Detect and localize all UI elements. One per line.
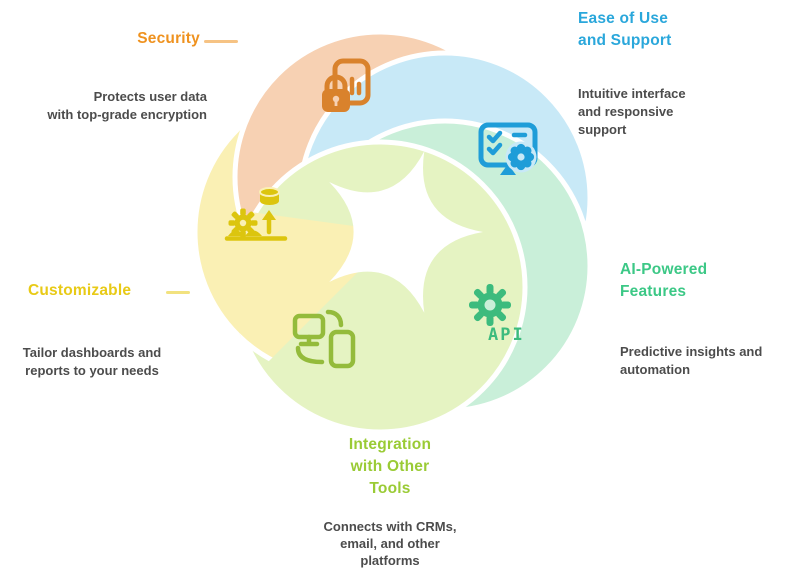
leader-line-security — [204, 40, 238, 43]
description-line: Tailor dashboards and — [22, 345, 162, 360]
label-line: and Support — [578, 32, 672, 49]
checklist-monitor-gear-icon — [476, 118, 542, 184]
description-ease-of-use: Intuitive interface and responsive suppo… — [578, 85, 743, 139]
description-line: reports to your needs — [25, 363, 159, 378]
description-line: support — [578, 122, 627, 137]
label-line: Ease of Use — [578, 10, 669, 27]
pinwheel-center — [329, 151, 483, 313]
description-line: email, and other — [340, 536, 440, 551]
label-line: Integration — [348, 436, 432, 453]
label-line: Features — [620, 283, 687, 300]
label-line: with Other — [350, 458, 430, 475]
description-line: Predictive insights and — [620, 344, 763, 359]
description-customizable: Tailor dashboards and reports to your ne… — [8, 344, 176, 380]
label-ai-features: AI-Powered Features — [620, 259, 780, 303]
description-integration: Connects with CRMs, email, and other pla… — [298, 518, 482, 569]
device-sync-icon — [290, 304, 360, 374]
label-customizable: Customizable — [28, 282, 132, 299]
api-icon-text: API — [488, 325, 525, 345]
description-line: Intuitive interface — [578, 86, 686, 101]
description-line: Connects with CRMs, — [323, 519, 457, 534]
description-line: and responsive — [578, 104, 674, 119]
label-security: Security — [137, 30, 200, 47]
data-settings-icon — [222, 182, 292, 252]
lock-document-icon — [314, 56, 378, 120]
description-line: Protects user data — [93, 89, 207, 104]
description-line: platforms — [360, 553, 420, 568]
label-line: Tools — [369, 480, 411, 497]
label-line: AI-Powered — [620, 261, 708, 278]
leader-line-customizable — [166, 291, 190, 294]
description-line: with top-grade encryption — [47, 107, 207, 122]
label-ease-of-use: Ease of Use and Support — [578, 8, 738, 52]
description-ai-features: Predictive insights and automation — [620, 343, 788, 379]
label-integration: Integration with Other Tools — [312, 434, 468, 500]
description-security: Protects user data with top-grade encryp… — [25, 88, 207, 124]
api-gear-icon: API — [460, 283, 528, 351]
description-line: automation — [620, 362, 691, 377]
